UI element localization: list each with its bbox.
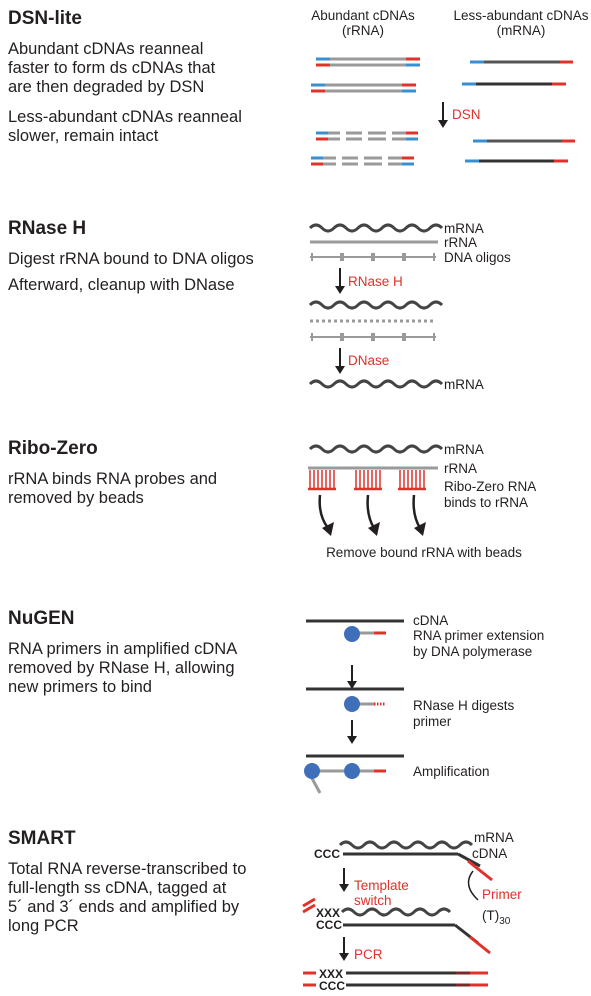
smart-step1-line1: Template — [354, 878, 409, 893]
ribozero-arrowhead-2 — [368, 522, 380, 536]
ribozero-label-rrna: rRNA — [444, 461, 477, 476]
ribozero-label-mrna: mRNA — [444, 442, 484, 457]
smart-primer-line — [467, 859, 493, 882]
rnaseh-description-2: Afterward, cleanup with DNase — [8, 276, 235, 294]
nugen-label-cdna: cDNA — [413, 613, 448, 628]
smart-tag-5prime-a — [302, 897, 316, 908]
rnaseh-dna-oligos — [310, 253, 436, 261]
rnaseh-mrna-wave — [308, 223, 444, 233]
smart-step2-label: PCR — [354, 947, 383, 962]
smart-ccc-2: CCC — [316, 918, 342, 932]
smart-tag-3prime — [469, 935, 491, 955]
smart-xxx-1: XXX — [316, 906, 340, 920]
rnaseh-title: RNase H — [8, 218, 87, 239]
ribozero-probes — [308, 470, 426, 491]
nugen-label-ext2: by DNA polymerase — [413, 644, 532, 659]
dsn-degraded-fragments — [311, 131, 418, 166]
smart-arrowhead-2 — [339, 953, 349, 961]
nugen-title: NuGEN — [8, 608, 75, 629]
rnaseh-description-1: Digest rRNA bound to DNA oligos — [8, 250, 254, 268]
dsn-col1-header: Abundant cDNAs — [311, 8, 415, 23]
dsn-lite-description-2: Less-abundant cDNAs reanneal slower, rem… — [8, 108, 242, 145]
smart-step1-line2: switch — [354, 893, 392, 908]
dsn-col2-subheader: (mRNA) — [497, 23, 546, 38]
nugen-bead-1 — [344, 626, 360, 642]
smart-ccc-1: CCC — [314, 847, 340, 861]
nugen-bead-2 — [344, 696, 360, 712]
ribozero-description: rRNA binds RNA probes and removed by bea… — [8, 470, 218, 507]
nugen-arrowhead-2 — [347, 736, 357, 744]
smart-polyt-label: (T)30 — [482, 908, 511, 927]
rnaseh-mrna-wave-2 — [308, 300, 444, 310]
rnaseh-section: RNase H Digest rRNA bound to DNA oligos … — [0, 210, 591, 400]
dsn-intact-cdna — [465, 139, 575, 163]
smart-ccc-3: CCC — [319, 979, 345, 993]
nugen-label-amplification: Amplification — [413, 764, 490, 779]
nugen-description: RNA primers in amplified cDNA removed by… — [8, 640, 238, 696]
dsn-abundant-ds-cdna — [311, 57, 420, 93]
smart-label-cdna: cDNA — [472, 846, 507, 861]
nugen-label-ext1: RNA primer extension — [413, 628, 544, 643]
smart-mrna-wave-2 — [340, 907, 452, 917]
rnaseh-arrowhead1 — [335, 286, 345, 294]
smart-label-mrna: mRNA — [474, 830, 514, 845]
nugen-section: NuGEN RNA primers in amplified cDNA remo… — [0, 600, 591, 800]
ribozero-label-probes-1: Ribo-Zero RNA — [444, 479, 536, 494]
rnaseh-dna-oligos-2 — [310, 333, 436, 341]
ribozero-title: Ribo-Zero — [8, 438, 98, 459]
ribozero-label-probes-2: binds to rRNA — [444, 495, 528, 510]
rnaseh-arrowhead2 — [335, 366, 345, 374]
rnaseh-label-oligos: DNA oligos — [444, 250, 511, 265]
smart-tag-5prime-b — [302, 903, 316, 914]
smart-title: SMART — [8, 828, 76, 849]
nugen-label-digest2: primer — [413, 714, 452, 729]
ribozero-arrowhead-3 — [414, 522, 426, 536]
smart-mrna-wave — [338, 840, 474, 850]
smart-polyt-arrow — [467, 870, 479, 901]
nugen-label-digest1: RNase H digests — [413, 698, 515, 713]
ribozero-arrowhead-1 — [322, 522, 334, 536]
ribozero-section: Ribo-Zero rRNA binds RNA probes and remo… — [0, 430, 591, 580]
dsn-lite-title: DSN-lite — [8, 8, 82, 29]
rnaseh-final-mrna — [308, 379, 444, 389]
smart-primer-label: Primer — [482, 887, 522, 902]
ribozero-caption: Remove bound rRNA with beads — [326, 545, 522, 560]
ribozero-mrna-wave — [308, 444, 444, 454]
nugen-bead-3 — [304, 763, 320, 779]
smart-section: SMART Total RNA reverse-transcribed to f… — [0, 820, 591, 990]
rnaseh-label-final-mrna: mRNA — [444, 377, 484, 392]
dsn-lite-section: DSN-lite Abundant cDNAs reanneal faster … — [0, 0, 591, 190]
dsn-arrowhead — [438, 120, 448, 128]
nugen-arrowhead-1 — [347, 681, 357, 689]
dsn-col1-subheader: (rRNA) — [342, 23, 384, 38]
smart-description: Total RNA reverse-transcribed to full-le… — [8, 860, 247, 935]
nugen-bead-4 — [344, 763, 360, 779]
dsn-enzyme-label: DSN — [452, 107, 481, 122]
rnaseh-label-mrna: mRNA — [444, 221, 484, 236]
smart-arrowhead-1 — [339, 884, 349, 892]
rnaseh-step2-label: DNase — [348, 353, 389, 368]
dsn-lite-description-1: Abundant cDNAs reanneal faster to form d… — [8, 40, 216, 96]
rnaseh-label-rrna: rRNA — [444, 235, 477, 250]
dsn-col2-header: Less-abundant cDNAs — [453, 8, 588, 23]
dsn-less-abundant-cdna — [462, 60, 573, 86]
smart-xxx-2: XXX — [319, 967, 343, 981]
rnaseh-step1-label: RNase H — [348, 274, 403, 289]
